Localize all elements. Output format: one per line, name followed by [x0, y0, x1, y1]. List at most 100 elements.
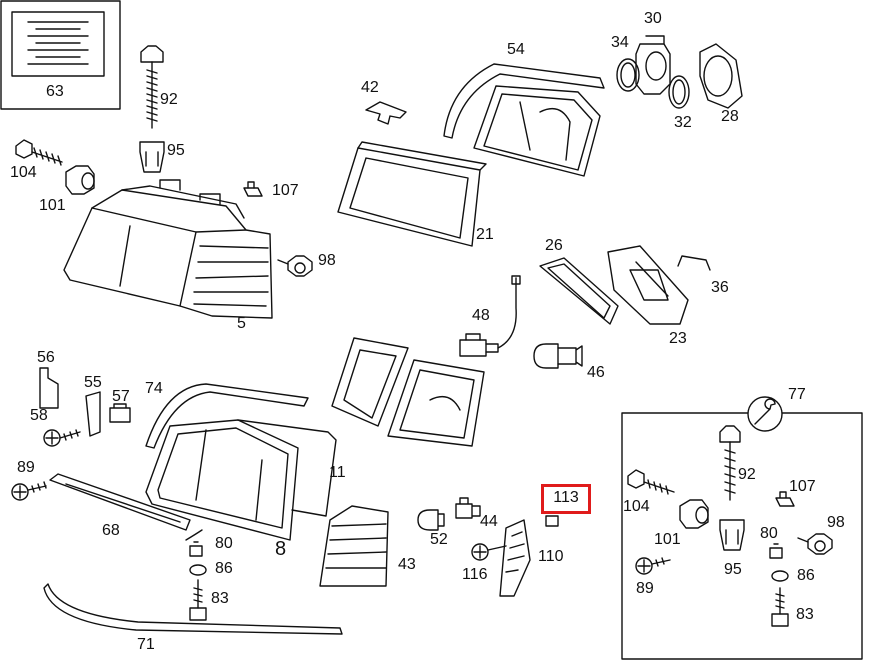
kit-screw-89 — [635, 557, 671, 575]
callout-11: 11 — [329, 464, 346, 481]
callout-55: 55 — [84, 374, 102, 391]
clip-113 — [545, 515, 559, 527]
inset-box-77 — [621, 412, 863, 660]
kit-clip-95 — [719, 519, 745, 551]
callout-54: 54 — [507, 41, 525, 58]
kit-callout-98: 98 — [827, 514, 845, 531]
screw-58 — [43, 429, 81, 447]
callout-32: 32 — [674, 114, 692, 131]
callout-83: 83 — [211, 590, 229, 607]
bulb-46 — [533, 343, 583, 369]
callout-30: 30 — [644, 10, 662, 27]
trim-strip-68 — [49, 473, 191, 531]
clip-42 — [365, 101, 407, 125]
reflector-left — [331, 337, 409, 427]
callout-107: 107 — [272, 182, 299, 199]
ring-32 — [668, 75, 690, 109]
callout-80: 80 — [215, 535, 233, 552]
callout-116: 116 — [462, 566, 488, 583]
reflector-right — [387, 359, 485, 447]
callout-71: 71 — [137, 636, 155, 653]
kit-washer-86 — [771, 570, 789, 582]
callout-98: 98 — [318, 252, 336, 269]
callout-8: 8 — [275, 538, 287, 560]
callout-48: 48 — [472, 307, 490, 324]
screw-92 — [140, 45, 164, 129]
socket-44 — [455, 497, 481, 519]
kit-callout-80: 80 — [760, 525, 778, 542]
kit-callout-92: 92 — [738, 466, 756, 483]
callout-68: 68 — [102, 522, 120, 539]
bolt-98 — [277, 255, 313, 277]
callout-52: 52 — [430, 531, 448, 548]
callout-89: 89 — [17, 459, 35, 476]
kit-nut-107 — [775, 491, 795, 507]
kit-callout-107: 107 — [789, 478, 816, 495]
callout-36: 36 — [711, 279, 729, 296]
callout-92: 92 — [160, 91, 178, 108]
kit-callout-101: 101 — [654, 531, 681, 548]
cap-28 — [699, 43, 743, 109]
callout-77: 77 — [788, 386, 806, 403]
seal-74 — [145, 383, 309, 449]
kit-screw-83 — [771, 587, 789, 627]
callout-104: 104 — [10, 164, 37, 181]
kit-nut-101 — [679, 499, 709, 529]
kit-callout-86: 86 — [797, 567, 815, 584]
seal-26 — [539, 257, 619, 325]
bracket-55 — [85, 391, 101, 437]
callout-46: 46 — [587, 364, 605, 381]
callout-74: 74 — [145, 380, 163, 397]
wrench-icon — [747, 396, 783, 432]
clip-57 — [109, 403, 131, 423]
callout-42: 42 — [361, 79, 379, 96]
callout-63: 63 — [46, 83, 64, 100]
clip-36 — [677, 255, 711, 271]
callout-26: 26 — [545, 237, 563, 254]
screw-116 — [471, 543, 507, 561]
bracket-56 — [39, 367, 59, 409]
housing-23 — [607, 245, 689, 325]
kit-nut-80 — [769, 543, 783, 559]
trim-strip-68-line — [65, 483, 181, 523]
callout-57: 57 — [112, 388, 130, 405]
callout-110: 110 — [538, 548, 564, 565]
ring-34 — [616, 58, 640, 92]
kit-callout-95: 95 — [724, 561, 742, 578]
callout-43: 43 — [398, 556, 416, 573]
kit-callout-104: 104 — [623, 498, 650, 515]
callout-86: 86 — [215, 560, 233, 577]
screw-104 — [15, 139, 63, 166]
washer-86 — [189, 564, 207, 576]
kit-callout-89: 89 — [636, 580, 654, 597]
nut-80 — [189, 541, 203, 557]
lamp-socket-30 — [635, 35, 671, 95]
bulb-with-cable-48 — [459, 275, 521, 357]
kit-screw-92 — [719, 425, 741, 501]
headlamp-assembly-5 — [63, 179, 273, 319]
screw-89 — [11, 481, 47, 501]
nut-101 — [65, 165, 95, 195]
kit-bolt-98 — [797, 533, 833, 555]
turn-signal-lens-43 — [319, 505, 389, 587]
clip-95 — [139, 141, 165, 173]
headlamp-lens-54 — [443, 63, 605, 177]
callout-34: 34 — [611, 34, 629, 51]
callout-95: 95 — [167, 142, 185, 159]
callout-56: 56 — [37, 349, 55, 366]
side-marker-110 — [499, 519, 531, 597]
callout-44: 44 — [480, 513, 498, 530]
callout-21: 21 — [476, 226, 494, 243]
callout-113: 113 — [553, 489, 579, 506]
nut-107 — [243, 181, 263, 197]
highlight-box-113: 113 — [541, 484, 591, 514]
callout-5: 5 — [237, 315, 246, 332]
lower-trim-71 — [43, 583, 343, 635]
callout-101: 101 — [39, 197, 66, 214]
headlamp-8 — [145, 419, 337, 541]
screw-83 — [189, 579, 207, 621]
label-sticker-63 — [11, 11, 105, 77]
kit-callout-83: 83 — [796, 606, 814, 623]
